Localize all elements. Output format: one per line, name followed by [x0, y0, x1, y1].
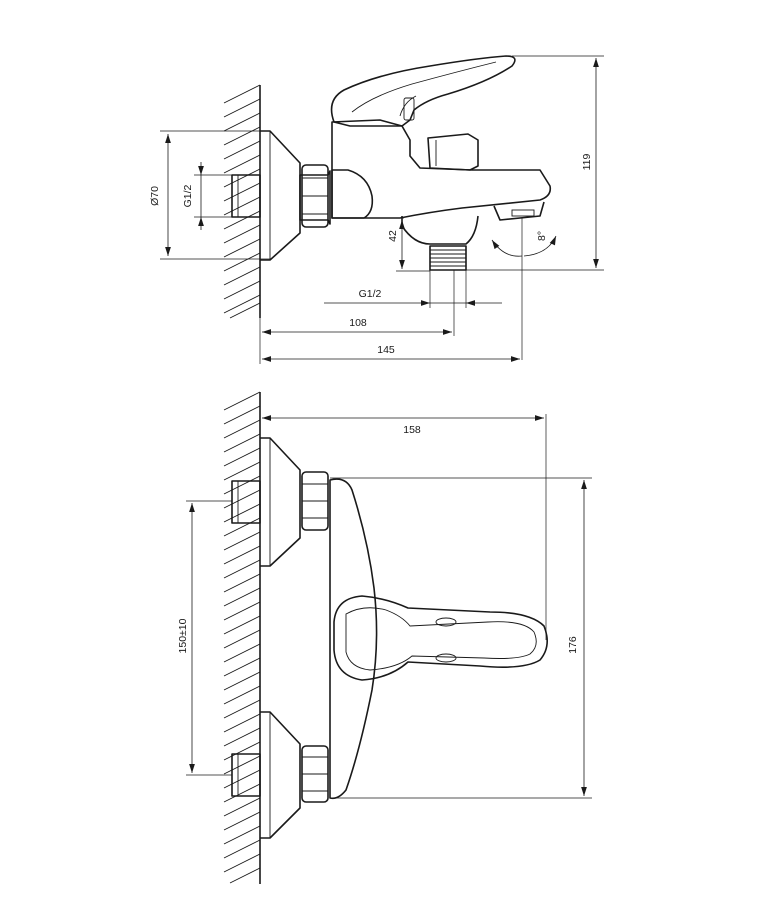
- wall-front: [223, 391, 261, 884]
- dim-outlet-distance-label: 108: [349, 317, 367, 329]
- front-view: 158 176 150±10: [177, 391, 592, 884]
- dim-total-height-label: 119: [581, 153, 593, 170]
- dim-height: 176: [330, 477, 592, 799]
- mixer-body-side: [331, 119, 552, 221]
- mixer-body-front: [329, 478, 378, 800]
- dim-diameter-label: Ø70: [149, 186, 161, 206]
- wall-side: [223, 84, 261, 319]
- inlet-upper-front: [231, 437, 329, 567]
- connector-nut-side: [299, 164, 331, 228]
- dim-inlet-thread: G1/2: [182, 162, 232, 230]
- inlet-pipe-side: [231, 174, 261, 218]
- dim-outlet-height-label: 42: [387, 230, 399, 242]
- side-view: Ø70 G1/2 42 119: [149, 55, 604, 364]
- dim-width: 158: [262, 414, 547, 640]
- dim-swivel-angle-label: 8°: [536, 231, 548, 241]
- dim-outlet-thread: G1/2: [324, 270, 502, 308]
- dim-total-height: 119: [466, 55, 604, 271]
- handle-front: [333, 595, 548, 681]
- dim-outlet-distance: 108: [259, 270, 455, 364]
- dim-outlet-thread-label: G1/2: [359, 288, 382, 300]
- dim-swivel-angle: 8°: [491, 218, 557, 360]
- dim-outlet-height: 42: [387, 217, 430, 272]
- handle-lever-side: [330, 55, 516, 127]
- dim-inlet-thread-label: G1/2: [182, 184, 194, 207]
- dim-spout-reach: 145: [262, 344, 520, 362]
- escutcheon-side: [260, 130, 301, 261]
- dim-diameter: Ø70: [149, 130, 270, 260]
- dim-inlet-spacing-label: 150±10: [177, 618, 189, 653]
- dim-inlet-spacing: 150±10: [177, 500, 232, 776]
- inlet-lower-front: [231, 711, 329, 839]
- dim-width-label: 158: [403, 424, 421, 436]
- dim-spout-reach-label: 145: [377, 344, 395, 356]
- outlet-fitting-side: [401, 215, 479, 271]
- dim-height-label: 176: [567, 636, 579, 654]
